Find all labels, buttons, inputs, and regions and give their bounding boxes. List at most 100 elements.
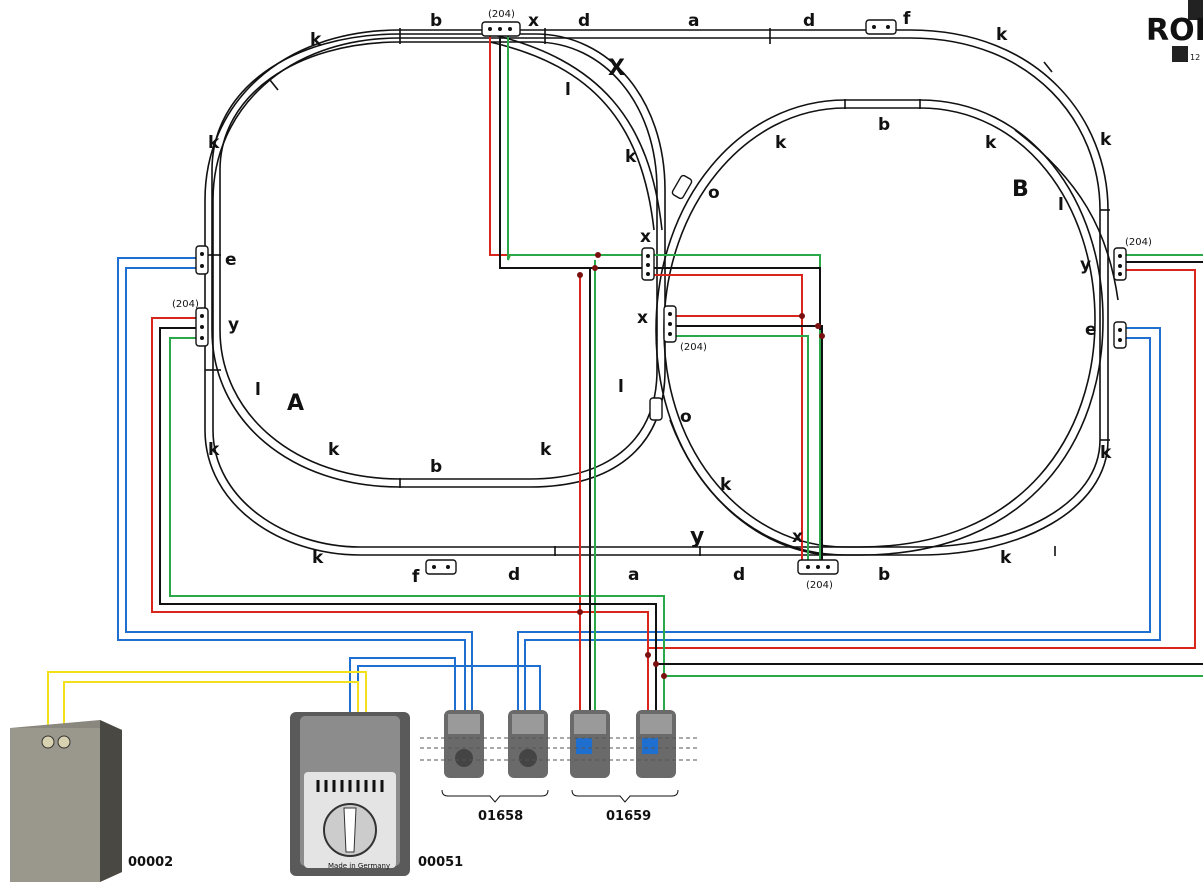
svg-text:k: k — [310, 30, 322, 50]
switch-unit-4 — [636, 710, 676, 778]
svg-text:01658: 01658 — [478, 809, 523, 824]
connector-pins — [200, 25, 1122, 569]
svg-text:d: d — [803, 11, 815, 31]
svg-text:d: d — [578, 11, 590, 31]
svg-text:00051: 00051 — [418, 855, 463, 870]
crossover-top2 — [489, 41, 655, 231]
switch-unit-3 — [570, 710, 610, 778]
svg-text:k: k — [328, 440, 340, 460]
connector-f-bot — [425, 559, 457, 575]
junction-dots — [577, 252, 825, 679]
svg-text:e: e — [1085, 320, 1097, 340]
rail-joints — [205, 28, 1110, 556]
piece-labels: b x d a d f k k k k k k k k k k k k k k … — [208, 9, 1112, 587]
svg-text:00002: 00002 — [128, 855, 173, 870]
loop-label-y: y — [690, 524, 704, 549]
wire-red-6 — [648, 269, 1196, 649]
loop-labels: A B X y — [287, 56, 1029, 549]
wire-blue-5 — [349, 657, 456, 712]
svg-text:k: k — [996, 25, 1008, 45]
svg-text:k: k — [208, 440, 220, 460]
outer-loop-inner — [212, 37, 1101, 548]
connector-e-left — [195, 245, 209, 275]
wire-red-1 — [151, 317, 649, 712]
svg-text:b: b — [430, 457, 442, 477]
svg-text:k: k — [312, 548, 324, 568]
svg-text:d: d — [508, 565, 520, 585]
wire-black-6 — [670, 325, 823, 560]
outer-loop-outer — [204, 29, 1109, 556]
svg-text:k: k — [1000, 548, 1012, 568]
svg-text:x: x — [792, 527, 803, 547]
wire-black-2 — [499, 30, 821, 330]
logo-text: ROI — [1146, 13, 1203, 48]
wire-red-3 — [650, 274, 803, 316]
svg-text:l: l — [565, 80, 571, 100]
wire-green-2 — [507, 30, 821, 560]
svg-text:(204): (204) — [806, 580, 833, 591]
wire-yellow-1 — [47, 671, 367, 740]
wires — [47, 30, 1203, 740]
loop-label-x: X — [608, 56, 625, 81]
svg-text:y: y — [1080, 255, 1091, 275]
switch-unit-1 — [444, 710, 484, 778]
switch-codes: (204) (204) (204) (204) (204) — [172, 9, 1152, 591]
svg-text:f: f — [412, 567, 420, 587]
wire-blue-3 — [524, 327, 1161, 712]
switch-unit-2 — [508, 710, 548, 778]
wire-yellow-2 — [63, 681, 359, 740]
svg-text:e: e — [225, 250, 237, 270]
connectors — [195, 19, 1127, 575]
svg-text:k: k — [720, 475, 732, 495]
loop-b-outer — [655, 99, 1104, 556]
wire-green-1 — [169, 337, 665, 712]
svg-text:k: k — [1100, 443, 1112, 463]
svg-text:12: 12 — [1190, 53, 1200, 62]
svg-text:d: d — [733, 565, 745, 585]
loop-a-outer — [211, 33, 666, 488]
track-rails — [204, 29, 1119, 556]
svg-text:l: l — [618, 377, 624, 397]
wire-red-2 — [489, 30, 598, 256]
svg-text:x: x — [637, 308, 648, 328]
switch-units: 01658 01659 — [420, 710, 700, 824]
svg-text:b: b — [878, 115, 890, 135]
svg-text:(204): (204) — [680, 342, 707, 353]
loop-b-inner — [663, 107, 1096, 548]
svg-text:x: x — [528, 11, 539, 31]
connector-e-right — [1113, 321, 1127, 349]
crossover-top — [489, 33, 663, 231]
svg-text:k: k — [1100, 130, 1112, 150]
svg-text:l: l — [255, 380, 261, 400]
svg-text:x: x — [640, 227, 651, 247]
svg-text:l: l — [1058, 195, 1064, 215]
svg-text:o: o — [680, 407, 692, 427]
svg-text:b: b — [430, 11, 442, 31]
wire-blue-2 — [125, 267, 473, 712]
controller-00051: Made in Germany 00051 — [290, 712, 463, 876]
svg-text:k: k — [775, 133, 787, 153]
crossover-right — [1014, 129, 1119, 301]
svg-text:f: f — [903, 9, 911, 29]
svg-text:a: a — [688, 11, 699, 31]
svg-text:o: o — [708, 183, 720, 203]
svg-text:k: k — [625, 147, 637, 167]
svg-text:k: k — [540, 440, 552, 460]
svg-text:(204): (204) — [172, 299, 199, 310]
svg-text:a: a — [628, 565, 639, 585]
svg-text:y: y — [228, 315, 239, 335]
controller-caption: Made in Germany — [328, 862, 390, 870]
crossover-bot — [669, 419, 826, 556]
connector-o1 — [671, 174, 693, 200]
wire-blue-4 — [517, 337, 1151, 712]
connector-f-top — [865, 19, 897, 35]
wire-black-1 — [159, 327, 657, 712]
loop-label-a: A — [287, 391, 304, 416]
svg-text:b: b — [878, 565, 890, 585]
loop-a-inner — [219, 41, 658, 480]
wire-green-3 — [670, 335, 809, 560]
svg-text:k: k — [985, 133, 997, 153]
svg-text:(204): (204) — [488, 9, 515, 20]
